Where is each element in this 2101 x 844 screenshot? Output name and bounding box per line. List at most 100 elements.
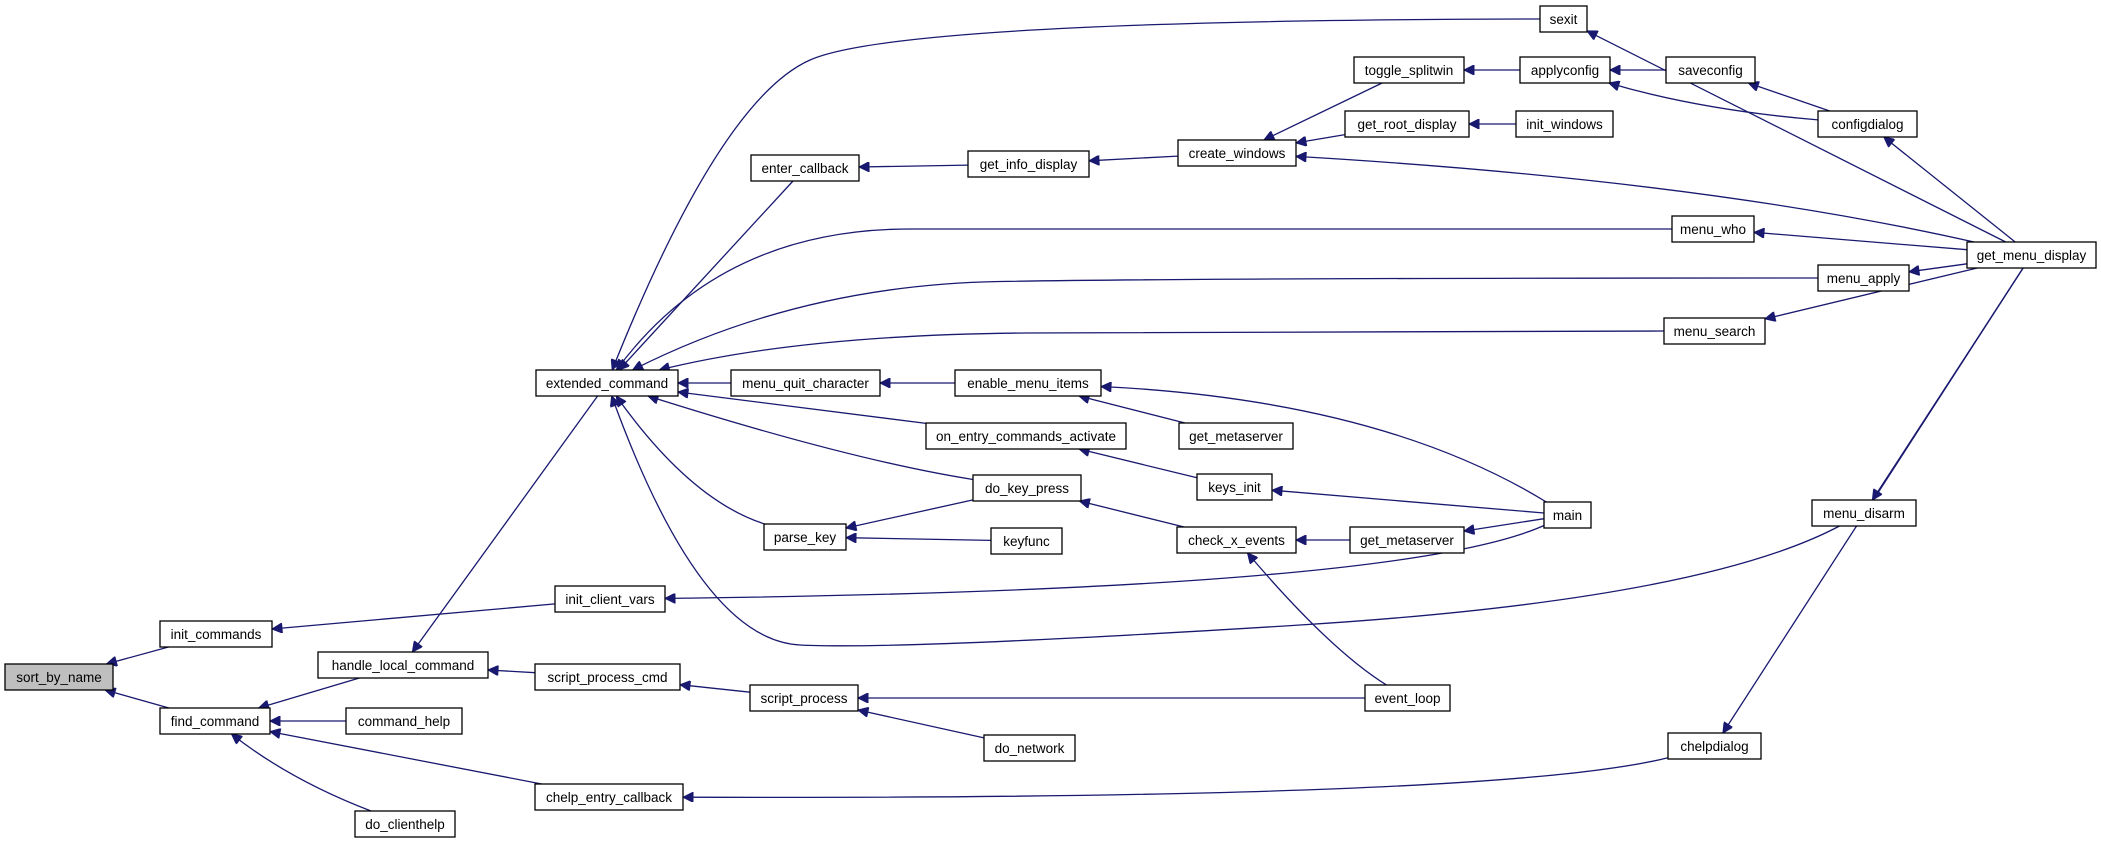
edge-arrow bbox=[1464, 518, 1545, 531]
node-do-network[interactable]: do_network bbox=[983, 734, 1076, 762]
node-toggle-splitwin[interactable]: toggle_splitwin bbox=[1353, 56, 1465, 84]
node-do-key-press[interactable]: do_key_press bbox=[972, 474, 1082, 502]
edge-keyfunc-to-parse-key bbox=[846, 538, 992, 541]
node-find-command[interactable]: find_command bbox=[159, 707, 271, 735]
node-label: enter_callback bbox=[761, 161, 848, 176]
node-get-metaserver-a[interactable]: get_metaserver bbox=[1178, 422, 1294, 450]
node-label: extended_command bbox=[546, 376, 668, 391]
node-label: main bbox=[1553, 508, 1582, 523]
node-box bbox=[1519, 56, 1611, 84]
node-label: do_key_press bbox=[985, 481, 1069, 496]
node-label: get_root_display bbox=[1357, 117, 1456, 132]
node-menu-who[interactable]: menu_who bbox=[1671, 215, 1755, 243]
node-handle-local-command[interactable]: handle_local_command bbox=[317, 651, 489, 679]
edge-arrow bbox=[1089, 156, 1179, 161]
node-label: menu_search bbox=[1674, 324, 1756, 339]
edge-create-windows-to-get-info-display bbox=[1089, 156, 1179, 161]
node-box bbox=[1671, 215, 1755, 243]
node-get-menu-display[interactable]: get_menu_display bbox=[1966, 241, 2097, 269]
node-init-client-vars[interactable]: init_client_vars bbox=[554, 585, 666, 613]
edge-arrow bbox=[1754, 232, 1968, 251]
node-extended-command[interactable]: extended_command bbox=[535, 369, 679, 397]
node-label: sexit bbox=[1550, 12, 1578, 27]
node-on-entry-commands-activate[interactable]: on_entry_commands_activate bbox=[925, 422, 1127, 450]
edge-arrow bbox=[1272, 490, 1545, 514]
node-label: handle_local_command bbox=[332, 658, 475, 673]
node-init-windows[interactable]: init_windows bbox=[1515, 110, 1614, 138]
node-get-metaserver-b[interactable]: get_metaserver bbox=[1349, 526, 1465, 554]
node-configdialog[interactable]: configdialog bbox=[1817, 110, 1918, 138]
edge-arrow bbox=[858, 710, 985, 739]
node-box bbox=[1196, 473, 1273, 501]
node-box bbox=[763, 523, 847, 551]
node-label: chelpdialog bbox=[1680, 739, 1748, 754]
node-box bbox=[750, 154, 860, 182]
node-box bbox=[1966, 241, 2097, 269]
edge-main-to-get-metaserver-b bbox=[1464, 518, 1545, 531]
node-menu-apply[interactable]: menu_apply bbox=[1817, 264, 1910, 292]
node-saveconfig[interactable]: saveconfig bbox=[1665, 56, 1756, 84]
node-menu-quit-character[interactable]: menu_quit_character bbox=[730, 369, 881, 397]
node-check-x-events[interactable]: check_x_events bbox=[1176, 526, 1297, 554]
node-label: menu_disarm bbox=[1823, 506, 1905, 521]
node-box bbox=[1178, 422, 1294, 450]
edge-arrow bbox=[619, 180, 794, 370]
node-chelpdialog[interactable]: chelpdialog bbox=[1667, 732, 1762, 760]
node-init-commands[interactable]: init_commands bbox=[159, 620, 273, 648]
node-menu-search[interactable]: menu_search bbox=[1663, 317, 1766, 345]
node-box bbox=[354, 810, 456, 838]
node-command-help[interactable]: command_help bbox=[345, 707, 463, 735]
edge-chelpdialog-to-chelp-entry-callback bbox=[683, 757, 1669, 798]
edge-arrow bbox=[1079, 501, 1185, 528]
node-get-info-display[interactable]: get_info_display bbox=[967, 150, 1090, 178]
node-create-windows[interactable]: create_windows bbox=[1177, 139, 1297, 167]
edge-on-entry-commands-activate-to-extended-command bbox=[678, 392, 927, 425]
node-menu-disarm[interactable]: menu_disarm bbox=[1811, 499, 1917, 527]
edge-get-menu-display-to-configdialog bbox=[1884, 137, 2016, 243]
edge-arrow bbox=[1264, 82, 1383, 140]
node-keys-init[interactable]: keys_init bbox=[1196, 473, 1273, 501]
node-label: parse_key bbox=[774, 530, 837, 545]
node-enable-menu-items[interactable]: enable_menu_items bbox=[954, 369, 1102, 397]
node-enter-callback[interactable]: enter_callback bbox=[750, 154, 860, 182]
edge-arrow bbox=[680, 685, 751, 693]
edge-get-menu-display-to-menu-apply bbox=[1909, 263, 1968, 272]
node-box bbox=[967, 150, 1090, 178]
edge-menu-search-to-extended-command bbox=[659, 330, 1665, 370]
node-event-loop[interactable]: event_loop bbox=[1364, 684, 1451, 712]
node-box bbox=[1353, 56, 1465, 84]
node-label: configdialog bbox=[1831, 117, 1903, 132]
edge-arrow bbox=[412, 395, 599, 652]
node-box bbox=[990, 527, 1063, 555]
edge-arrow bbox=[616, 396, 765, 525]
node-applyconfig[interactable]: applyconfig bbox=[1519, 56, 1611, 84]
node-label: saveconfig bbox=[1678, 63, 1743, 78]
node-script-process-cmd[interactable]: script_process_cmd bbox=[534, 663, 681, 691]
edge-do-clienthelp-to-find-command bbox=[232, 734, 372, 812]
edge-get-menu-display-to-menu-who bbox=[1754, 232, 1968, 251]
node-sort-by-name[interactable]: sort_by_name bbox=[4, 663, 114, 691]
node-chelp-entry-callback[interactable]: chelp_entry_callback bbox=[534, 783, 684, 811]
node-box bbox=[1663, 317, 1766, 345]
node-label: script_process_cmd bbox=[547, 670, 667, 685]
edge-toggle-splitwin-to-create-windows bbox=[1264, 82, 1383, 140]
edge-arrow bbox=[1248, 553, 1387, 686]
node-script-process[interactable]: script_process bbox=[749, 684, 859, 712]
node-do-clienthelp[interactable]: do_clienthelp bbox=[354, 810, 456, 838]
edge-configdialog-to-applyconfig bbox=[1609, 83, 1819, 121]
edge-get-root-display-to-create-windows bbox=[1296, 133, 1346, 143]
edge-arrow bbox=[648, 396, 974, 481]
edge-arrow bbox=[659, 330, 1665, 370]
node-main[interactable]: main bbox=[1543, 501, 1592, 529]
node-keyfunc[interactable]: keyfunc bbox=[990, 527, 1063, 555]
node-box bbox=[345, 707, 463, 735]
edge-get-info-display-to-enter-callback bbox=[859, 165, 969, 167]
node-sexit[interactable]: sexit bbox=[1539, 5, 1588, 33]
edge-main-to-init-client-vars bbox=[665, 524, 1545, 599]
node-label: keys_init bbox=[1208, 480, 1261, 495]
node-get-root-display[interactable]: get_root_display bbox=[1344, 110, 1470, 138]
edge-arrow bbox=[1872, 267, 2024, 500]
edges-layer bbox=[105, 18, 2024, 812]
node-parse-key[interactable]: parse_key bbox=[763, 523, 847, 551]
